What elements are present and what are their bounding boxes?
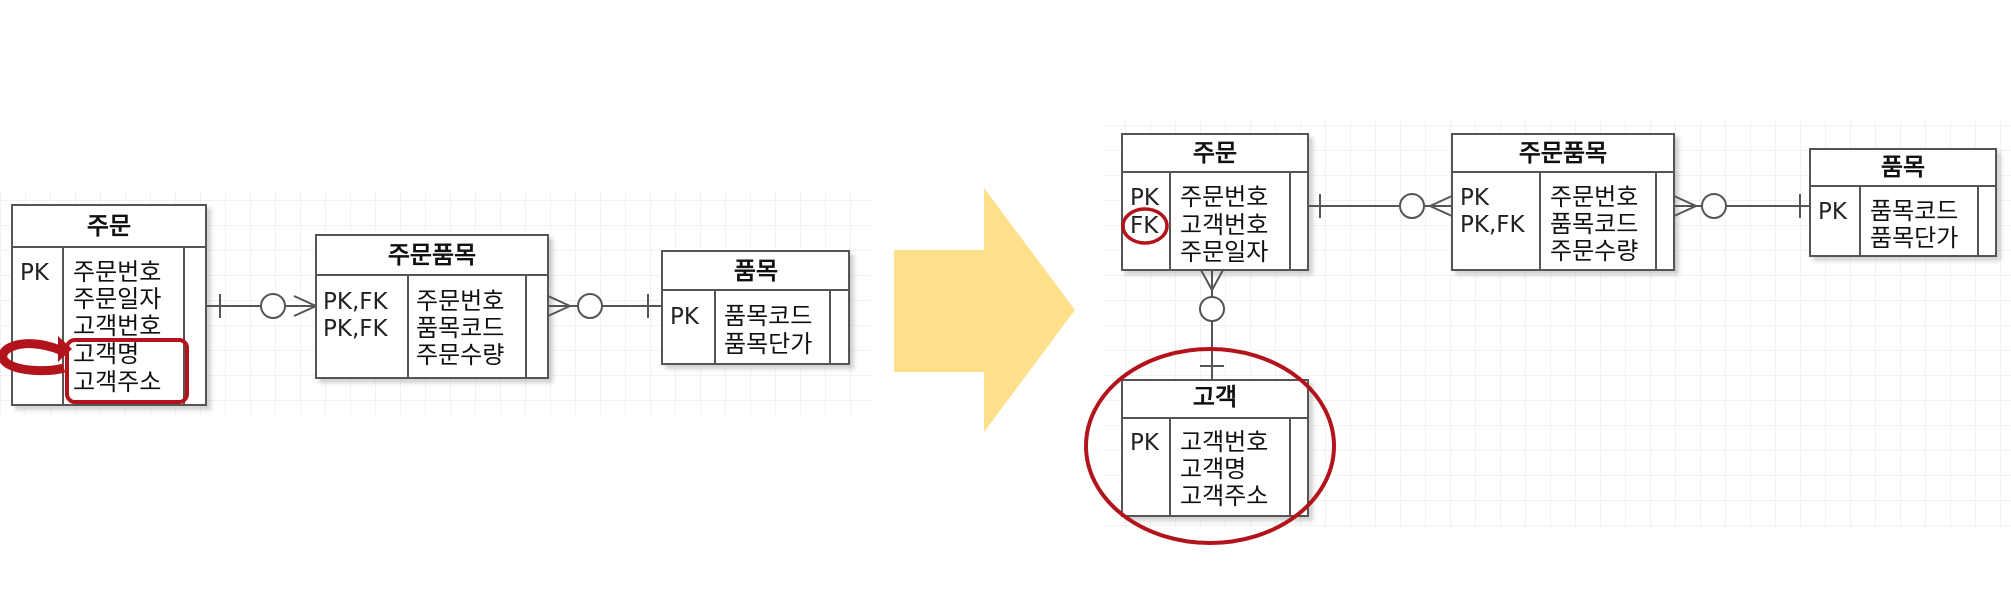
after-customer-key-0: PK xyxy=(1130,430,1160,456)
before-order-attr-0: 주문번호 xyxy=(73,258,161,286)
after-rel-order-orderitem xyxy=(1308,193,1453,219)
before-entity-order-item[interactable] xyxy=(315,234,549,379)
before-order-title: 주문 xyxy=(87,212,131,240)
before-product-title: 품목 xyxy=(734,257,778,285)
after-product-attr-1: 품목단가 xyxy=(1870,224,1958,252)
before-move-arrow xyxy=(0,336,72,376)
before-rel-order-orderitem xyxy=(206,293,319,319)
after-rel-order-customer xyxy=(1199,269,1225,380)
after-product-attr-0: 품목코드 xyxy=(1870,197,1958,225)
after-customer-attr-1: 고객명 xyxy=(1180,455,1246,483)
before-order-attr-1: 주문일자 xyxy=(73,285,161,313)
after-diagram: 주문 PK FK 주문번호 고객번호 주문일자 주문품목 PK PK,FK 주문… xyxy=(1084,118,2011,545)
after-order-key-1: FK xyxy=(1130,213,1159,239)
before-order-attr-4: 고객주소 xyxy=(73,368,161,396)
before-orderitem-key-0: PK,FK xyxy=(323,289,388,315)
before-order-key-0: PK xyxy=(20,260,50,286)
after-entity-product[interactable] xyxy=(1809,148,1997,257)
before-product-attr-1: 품목단가 xyxy=(724,330,812,358)
after-product-title: 품목 xyxy=(1881,153,1925,181)
after-orderitem-attr-0: 주문번호 xyxy=(1550,183,1638,211)
after-product-key-0: PK xyxy=(1818,199,1848,225)
after-order-attr-1: 고객번호 xyxy=(1180,211,1268,239)
after-rel-orderitem-product xyxy=(1673,193,1810,219)
after-orderitem-key-0: PK xyxy=(1460,185,1490,211)
transform-arrow-icon xyxy=(894,188,1075,432)
after-entity-order[interactable] xyxy=(1121,133,1309,271)
after-order-attr-2: 주문일자 xyxy=(1180,238,1268,266)
before-orderitem-attr-1: 품목코드 xyxy=(416,314,504,342)
after-order-key-0: PK xyxy=(1130,185,1160,211)
after-entity-order-item[interactable] xyxy=(1451,133,1675,271)
after-orderitem-attr-2: 주문수량 xyxy=(1550,237,1638,265)
after-order-title: 주문 xyxy=(1193,139,1237,167)
before-entity-product[interactable] xyxy=(661,250,850,365)
after-customer-attr-0: 고객번호 xyxy=(1180,428,1268,456)
after-orderitem-attr-1: 품목코드 xyxy=(1550,210,1638,238)
before-product-attr-0: 품목코드 xyxy=(724,302,812,330)
after-orderitem-key-1: PK,FK xyxy=(1460,212,1525,238)
before-orderitem-attr-0: 주문번호 xyxy=(416,287,504,315)
before-order-attr-2: 고객번호 xyxy=(73,312,161,340)
after-customer-highlight xyxy=(1084,347,1336,545)
before-orderitem-attr-2: 주문수량 xyxy=(416,341,504,369)
before-order-attr-3: 고객명 xyxy=(73,340,139,368)
after-entity-customer[interactable] xyxy=(1121,379,1309,517)
after-orderitem-title: 주문품목 xyxy=(1519,139,1607,167)
after-fk-highlight xyxy=(1121,207,1169,245)
before-diagram: 주문 PK 주문번호 주문일자 고객번호 고객명 고객주소 주문품목 PK,FK xyxy=(0,190,870,415)
before-orderitem-key-1: PK,FK xyxy=(323,316,388,342)
before-orderitem-title: 주문품목 xyxy=(388,241,476,269)
before-rel-orderitem-product xyxy=(547,293,662,319)
before-moved-attrs-highlight xyxy=(65,338,189,404)
after-customer-attr-2: 고객주소 xyxy=(1180,482,1268,510)
after-order-attr-0: 주문번호 xyxy=(1180,183,1268,211)
after-customer-title: 고객 xyxy=(1193,383,1237,411)
before-product-key-0: PK xyxy=(670,304,700,330)
